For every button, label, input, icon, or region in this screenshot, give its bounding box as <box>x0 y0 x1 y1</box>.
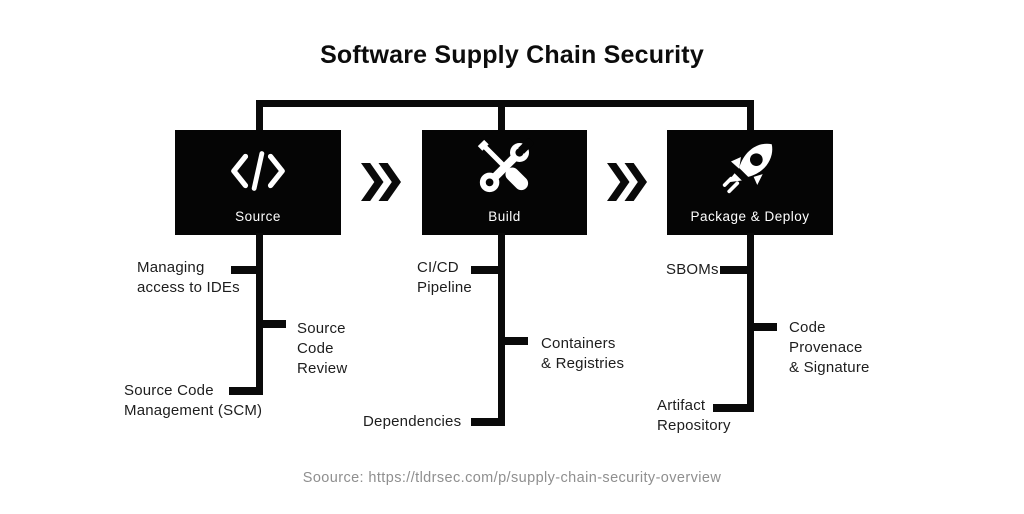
branch-label-line: & Signature <box>789 359 870 376</box>
branch-label-line: Code <box>297 340 334 357</box>
branch-tick <box>256 320 286 328</box>
branch-label-line: SBOMs <box>666 261 719 278</box>
branch-label-containers-registries: Containers & Registries <box>541 334 624 374</box>
branch-trunk-source <box>256 233 263 395</box>
branch-tick <box>747 323 777 331</box>
stage-label: Package & Deploy <box>690 209 810 224</box>
branch-label-cicd-pipeline: CI/CD Pipeline <box>417 258 472 298</box>
double-chevron-right-icon <box>361 163 401 201</box>
branch-label-line: Management (SCM) <box>124 402 263 419</box>
branch-label-code-provenance-signature: Code Provenace & Signature <box>789 318 870 378</box>
branch-label-line: Pipeline <box>417 279 472 296</box>
stage-label: Source <box>235 209 281 224</box>
source-attribution: Soource: https://tldrsec.com/p/supply-ch… <box>302 470 722 486</box>
branch-label-line: Artifact <box>657 397 706 414</box>
stage-box-build: Build <box>422 130 587 235</box>
branch-label-line: Dependencies <box>363 413 462 430</box>
stage-box-package-deploy: Package & Deploy <box>667 130 833 235</box>
branch-tick <box>231 266 263 274</box>
branch-tick <box>713 404 754 412</box>
branch-label-line: access to IDEs <box>137 279 240 296</box>
branch-tick <box>229 387 263 395</box>
branch-label-managing-access-to-ides: Managing access to IDEs <box>137 258 240 298</box>
branch-label-line: Repository <box>657 417 731 434</box>
code-icon <box>231 151 285 191</box>
stage-label: Build <box>488 209 521 224</box>
branch-label-line: Containers <box>541 335 616 352</box>
top-connector-hline <box>256 100 754 107</box>
branch-label-source-code-review: Source Code Review <box>297 319 347 379</box>
branch-label-line: & Registries <box>541 355 625 372</box>
branch-label-source-code-management: Source Code Management (SCM) <box>124 381 262 421</box>
branch-label-sboms: SBOMs <box>666 260 719 280</box>
branch-trunk-package-deploy <box>747 233 754 412</box>
top-connector-drop-package <box>747 100 754 131</box>
top-connector-drop-build <box>498 107 505 131</box>
branch-label-artifact-repository: Artifact Repository <box>657 396 731 436</box>
branch-label-line: Review <box>297 360 348 377</box>
page-title: Software Supply Chain Security <box>320 41 704 69</box>
branch-label-line: Source <box>297 320 346 337</box>
branch-label-line: Code <box>789 319 826 336</box>
branch-label-line: CI/CD <box>417 259 459 276</box>
rocket-icon <box>722 143 773 194</box>
stage-box-source: Source <box>175 130 341 235</box>
branch-label-line: Source Code <box>124 382 214 399</box>
top-connector-drop-source <box>256 100 263 131</box>
branch-label-line: Provenace <box>789 339 863 356</box>
tools-icon <box>477 138 534 193</box>
branch-tick <box>471 266 505 274</box>
branch-label-line: Managing <box>137 259 205 276</box>
double-chevron-right-icon <box>607 163 647 201</box>
branch-trunk-build <box>498 233 505 426</box>
branch-tick <box>498 337 528 345</box>
branch-tick <box>471 418 505 426</box>
branch-label-dependencies: Dependencies <box>363 412 461 432</box>
branch-tick <box>720 266 754 274</box>
